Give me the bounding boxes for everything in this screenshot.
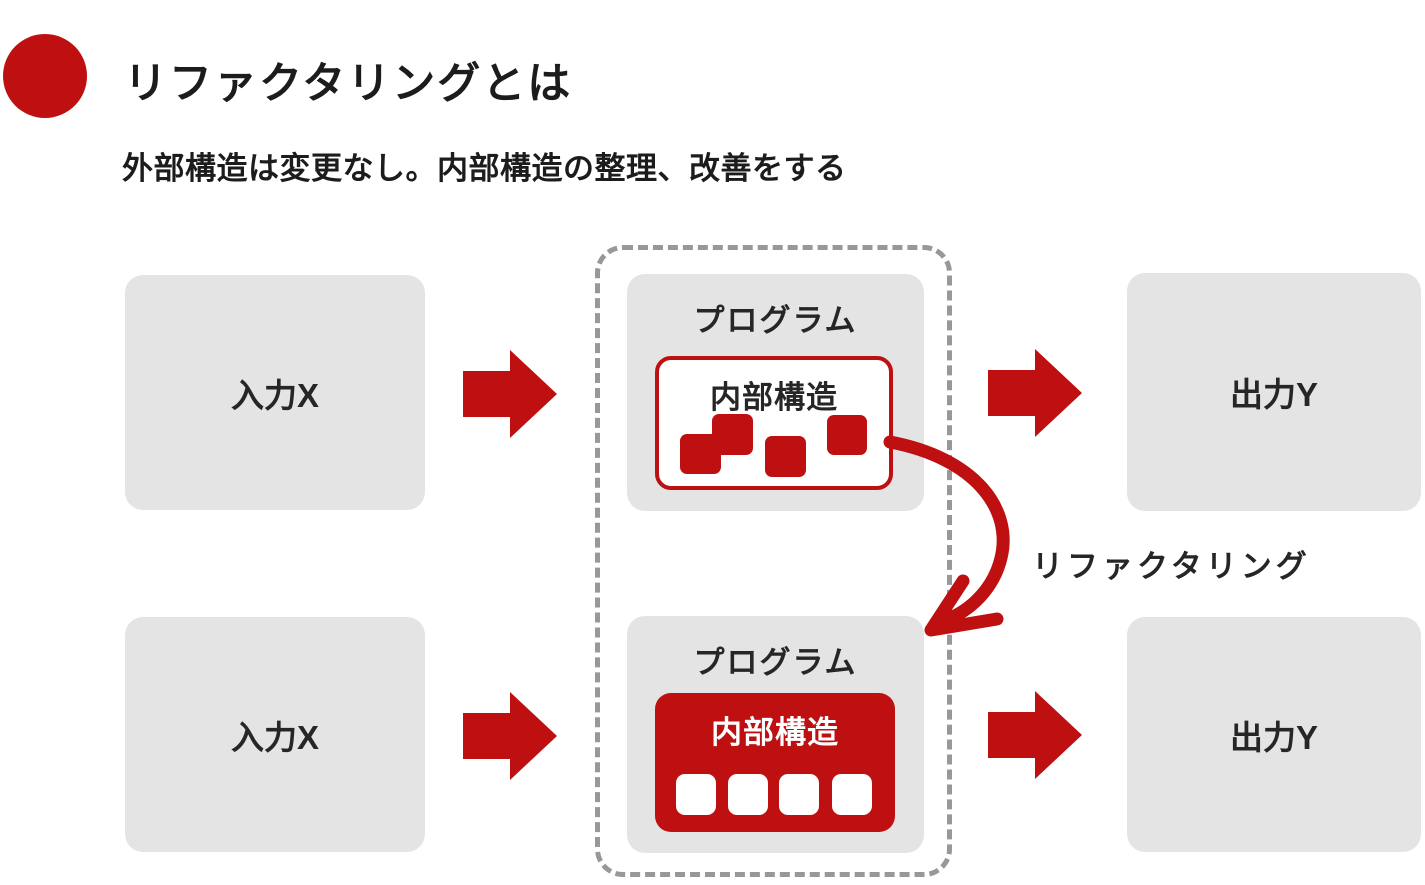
input-box-top: 入力X xyxy=(125,275,425,510)
page-title: リファクタリングとは xyxy=(124,60,573,108)
input-box-bottom: 入力X xyxy=(125,617,425,852)
output-box-bottom-label: 出力Y xyxy=(1229,718,1318,756)
program-dashed-frame xyxy=(595,245,952,877)
internal-structure-box-neat: 内部構造 xyxy=(655,693,895,832)
bullet-circle-icon xyxy=(3,34,87,118)
neat-block-icon xyxy=(779,774,819,815)
program-box-top: プログラム 内部構造 xyxy=(627,274,924,511)
neat-block-icon xyxy=(728,774,768,815)
refactoring-arrow-icon xyxy=(883,435,1010,637)
output-box-top-label: 出力Y xyxy=(1229,376,1318,413)
neat-block-icon xyxy=(676,774,716,815)
messy-block-icon xyxy=(765,436,806,477)
program-box-top-label: プログラム xyxy=(693,303,858,338)
flow-arrow-icon xyxy=(463,350,557,438)
internal-structure-messy-label: 内部構造 xyxy=(710,380,838,415)
messy-block-icon xyxy=(827,415,867,455)
output-box-bottom: 出力Y xyxy=(1127,617,1421,852)
flow-arrow-icon xyxy=(988,691,1082,779)
messy-block-icon xyxy=(712,414,753,455)
page-subtitle: 外部構造は変更なし。内部構造の整理、改善をする xyxy=(122,151,847,186)
input-box-top-label: 入力X xyxy=(230,376,319,414)
refactoring-label: リファクタリング xyxy=(1032,549,1311,584)
output-box-top: 出力Y xyxy=(1127,273,1421,511)
internal-structure-neat-label: 内部構造 xyxy=(711,715,839,750)
program-box-bottom-label: プログラム xyxy=(693,645,858,680)
input-box-bottom-label: 入力X xyxy=(230,718,319,756)
program-box-bottom: プログラム 内部構造 xyxy=(627,616,924,853)
flow-arrow-icon xyxy=(988,349,1082,437)
neat-block-icon xyxy=(832,774,872,815)
flow-arrow-icon xyxy=(463,692,557,780)
internal-structure-box-messy: 内部構造 xyxy=(655,356,893,490)
